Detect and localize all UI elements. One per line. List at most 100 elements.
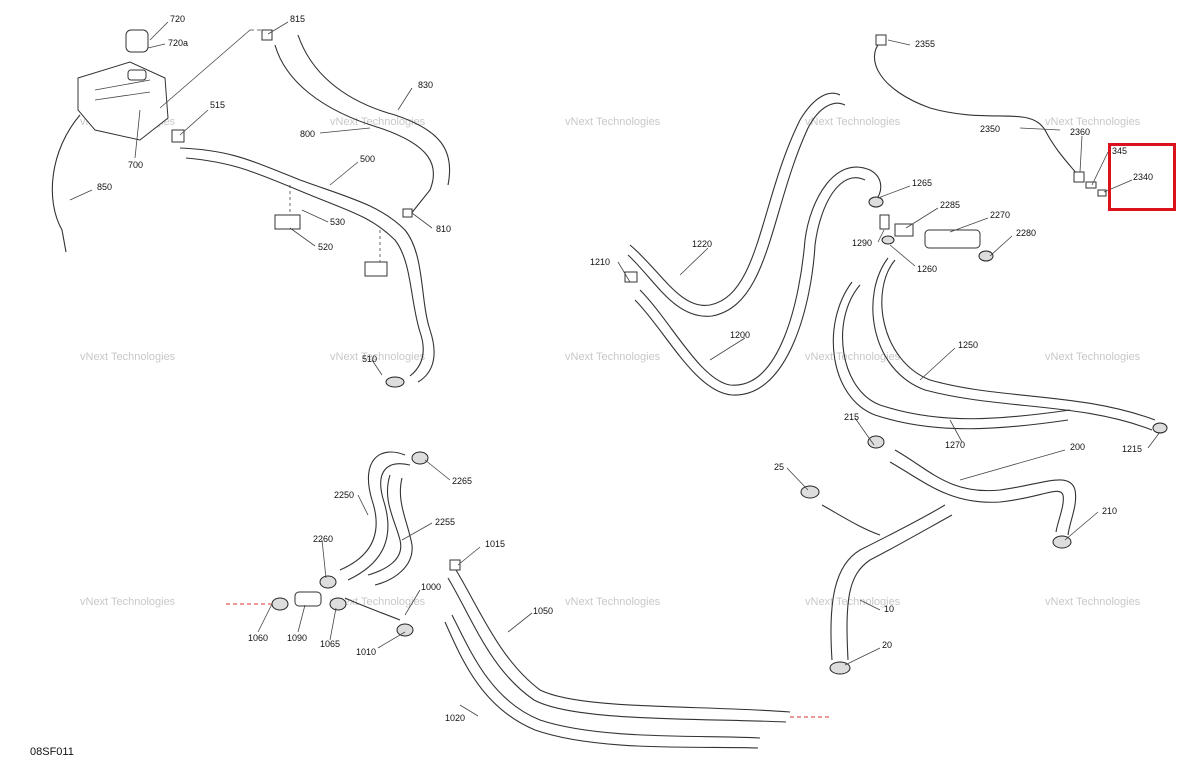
hose-1200[interactable] [639, 166, 882, 386]
clamp-810[interactable] [402, 208, 413, 218]
bracket-520[interactable] [274, 214, 301, 230]
clamp-25[interactable] [800, 485, 820, 499]
callout-2340[interactable]: 2340 [1133, 172, 1153, 182]
clamp-1260[interactable] [881, 235, 895, 245]
callout-20[interactable]: 20 [882, 640, 892, 650]
callout-800[interactable]: 800 [300, 129, 315, 139]
callout-1010[interactable]: 1010 [356, 647, 376, 657]
callout-1090[interactable]: 1090 [287, 633, 307, 643]
clamp-210[interactable] [1052, 535, 1072, 549]
callout-2280[interactable]: 2280 [1016, 228, 1036, 238]
hose-1020[interactable] [451, 614, 761, 739]
clamp-2260[interactable] [319, 575, 337, 589]
callout-1220[interactable]: 1220 [692, 239, 712, 249]
callout-1065[interactable]: 1065 [320, 639, 340, 649]
bracket-520b[interactable] [364, 261, 388, 277]
fitting-1015[interactable] [449, 559, 461, 571]
callout-210[interactable]: 210 [1102, 506, 1117, 516]
callout-2350[interactable]: 2350 [980, 124, 1000, 134]
fitting-815[interactable] [261, 29, 273, 41]
callout-1260[interactable]: 1260 [917, 264, 937, 274]
callout-520[interactable]: 520 [318, 242, 333, 252]
callout-2250[interactable]: 2250 [334, 490, 354, 500]
callout-1265[interactable]: 1265 [912, 178, 932, 188]
callout-25[interactable]: 25 [774, 462, 784, 472]
fitting-345[interactable] [1085, 181, 1097, 189]
clamp-1060[interactable] [271, 597, 289, 611]
reservoir-cap[interactable] [125, 29, 149, 53]
tee-2285[interactable] [894, 223, 914, 237]
fitting-2340[interactable] [1097, 189, 1107, 197]
overflow-hose[interactable] [51, 114, 81, 253]
clamp-510[interactable] [385, 376, 405, 388]
reservoir-cap-gasket[interactable] [127, 69, 147, 81]
hose-10[interactable] [830, 504, 946, 661]
hose-500[interactable] [179, 147, 435, 383]
callout-1015[interactable]: 1015 [485, 539, 505, 549]
clamp-2265[interactable] [411, 451, 429, 465]
callout-1210[interactable]: 1210 [590, 257, 610, 267]
fitting-2355[interactable] [875, 34, 887, 46]
clamp-1010[interactable] [396, 623, 414, 637]
callout-720a[interactable]: 720a [168, 38, 188, 48]
clip-1210[interactable] [624, 271, 638, 283]
callout-1270[interactable]: 1270 [945, 440, 965, 450]
callout-1290[interactable]: 1290 [852, 238, 872, 248]
callout-2260[interactable]: 2260 [313, 534, 333, 544]
hose-200[interactable] [894, 449, 1077, 536]
hose-800[interactable] [274, 44, 434, 216]
callout-515[interactable]: 515 [210, 100, 225, 110]
callout-500[interactable]: 500 [360, 154, 375, 164]
callout-2255[interactable]: 2255 [435, 517, 455, 527]
fitting-1290[interactable] [879, 214, 890, 230]
callout-1020[interactable]: 1020 [445, 713, 465, 723]
callout-815[interactable]: 815 [290, 14, 305, 24]
callout-2265[interactable]: 2265 [452, 476, 472, 486]
hose-2250[interactable] [339, 451, 406, 571]
hose-1050[interactable] [455, 569, 791, 713]
callout-720[interactable]: 720 [170, 14, 185, 24]
callout-10[interactable]: 10 [884, 604, 894, 614]
callout-200[interactable]: 200 [1070, 442, 1085, 452]
callout-2360[interactable]: 2360 [1070, 127, 1090, 137]
callout-1215[interactable]: 1215 [1122, 444, 1142, 454]
watermark: vNext Technologies [565, 351, 661, 363]
callout-1200[interactable]: 1200 [730, 330, 750, 340]
callout-1000[interactable]: 1000 [421, 582, 441, 592]
watermark: vNext Technologies [330, 596, 426, 608]
hose-2255[interactable] [367, 474, 402, 576]
connector-2360[interactable] [1073, 171, 1085, 183]
callout-810[interactable]: 810 [436, 224, 451, 234]
callout-850[interactable]: 850 [97, 182, 112, 192]
clamp-2280[interactable] [978, 250, 994, 262]
callout-2270[interactable]: 2270 [990, 210, 1010, 220]
hose-2350[interactable] [873, 41, 1081, 179]
watermark: vNext Technologies [330, 351, 426, 363]
callout-1060[interactable]: 1060 [248, 633, 268, 643]
callout-1250[interactable]: 1250 [958, 340, 978, 350]
fitting-1090[interactable] [294, 591, 322, 607]
coolant-reservoir[interactable] [77, 61, 169, 141]
hose-1220[interactable] [629, 92, 841, 306]
fitting-515[interactable] [171, 129, 185, 143]
hose-830[interactable] [297, 34, 451, 186]
clamp-215[interactable] [867, 435, 885, 449]
callout-830[interactable]: 830 [418, 80, 433, 90]
callout-1050[interactable]: 1050 [533, 606, 553, 616]
coolant-reservoir-group [51, 29, 262, 253]
hose-1270[interactable] [842, 284, 1071, 420]
callout-2355[interactable]: 2355 [915, 39, 935, 49]
callout-2285[interactable]: 2285 [940, 200, 960, 210]
callout-530[interactable]: 530 [330, 217, 345, 227]
callout-345[interactable]: 345 [1112, 146, 1127, 156]
hose-1000[interactable] [344, 597, 401, 621]
clamp-1065[interactable] [329, 597, 347, 611]
clamp-1265[interactable] [868, 196, 884, 208]
callout-510[interactable]: 510 [362, 354, 377, 364]
callout-215[interactable]: 215 [844, 412, 859, 422]
hose-1250[interactable] [881, 259, 1156, 421]
clamp-1215[interactable] [1152, 422, 1168, 434]
watermark: vNext Technologies [805, 351, 901, 363]
hose-2270[interactable] [924, 229, 981, 249]
callout-700[interactable]: 700 [128, 160, 143, 170]
